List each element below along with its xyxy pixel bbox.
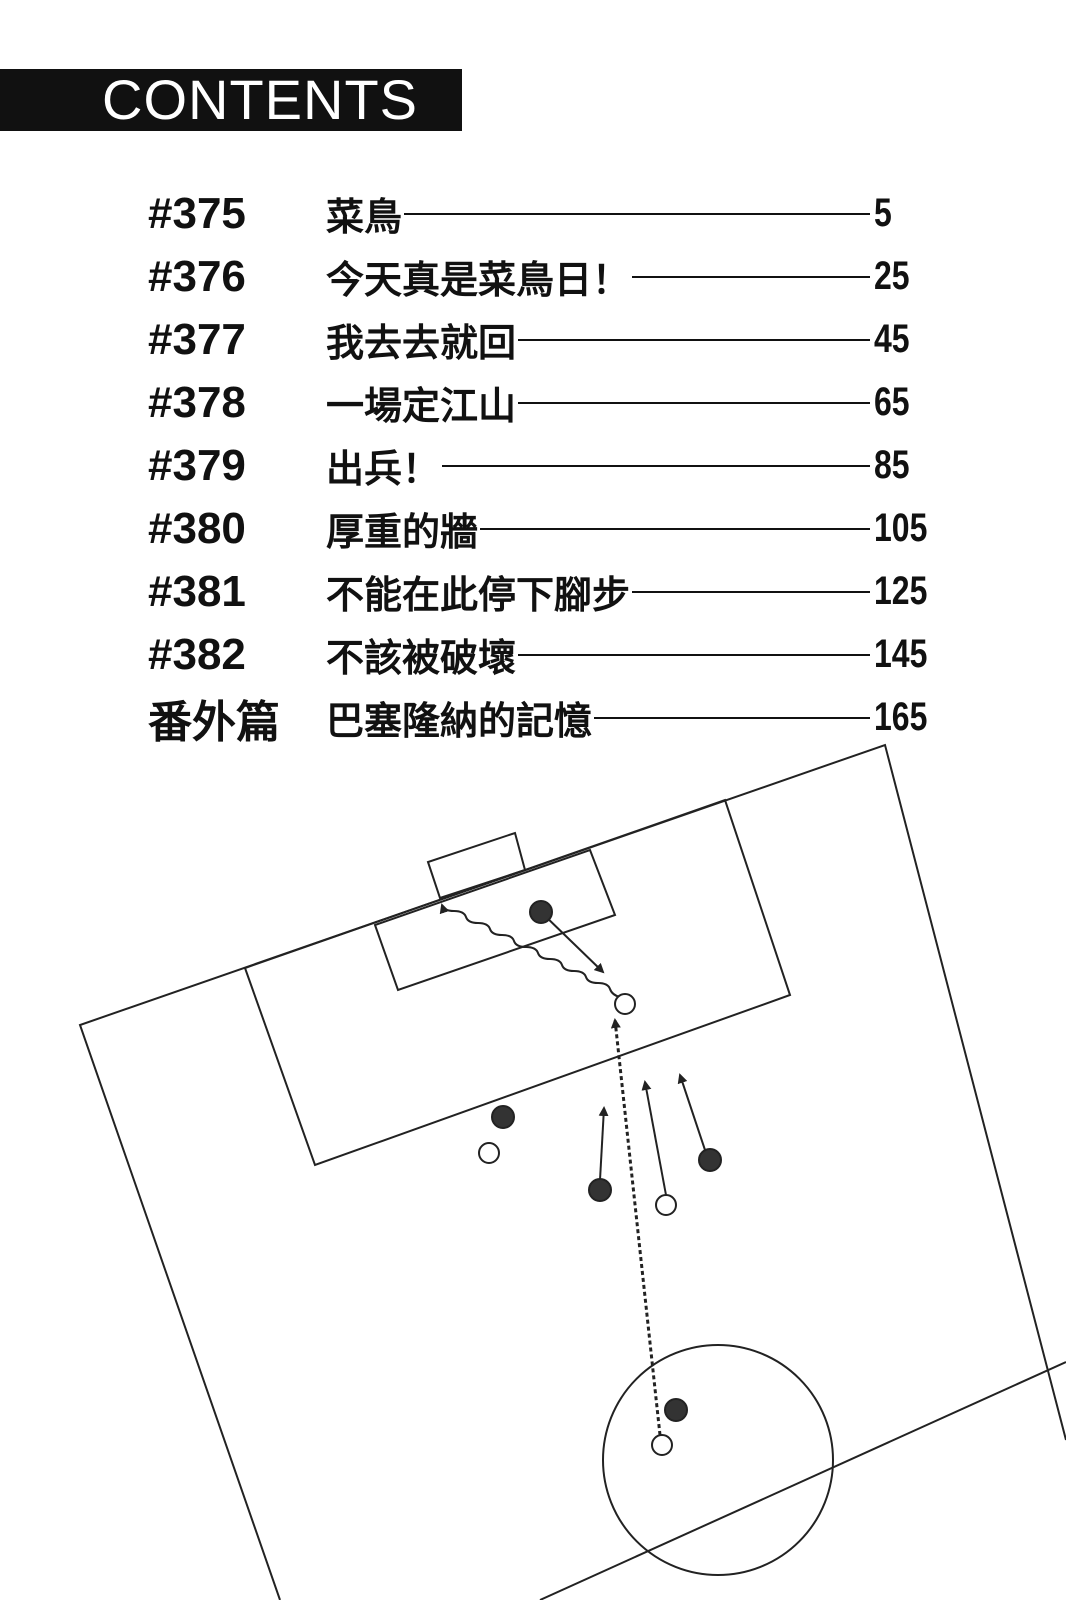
chapter-number: #378 xyxy=(148,377,246,427)
page-number: 5 xyxy=(874,191,892,235)
toc-entry[interactable]: #379 出兵！ 85 xyxy=(148,434,948,497)
leader-line xyxy=(632,590,870,593)
page-number: 105 xyxy=(874,506,928,550)
goal xyxy=(426,831,527,900)
defender-player xyxy=(478,1142,500,1164)
defender-player xyxy=(655,1194,677,1216)
run-arrow xyxy=(598,1106,609,1181)
pass-arrow xyxy=(610,1018,662,1436)
defender-player xyxy=(614,993,636,1015)
page-number: 125 xyxy=(874,569,928,613)
table-of-contents: #375 菜鳥 5 #376 今天真是菜鳥日！ 25 #377 我去去就回 45 #378 一… xyxy=(148,182,948,749)
leader-line xyxy=(518,338,870,341)
chapter-number: #375 xyxy=(148,188,246,238)
leader-line xyxy=(632,275,870,278)
run-arrow xyxy=(641,1080,667,1196)
chapter-title: 不能在此停下腳步 xyxy=(326,573,631,617)
page-number: 65 xyxy=(874,380,910,424)
toc-entry[interactable]: #377 我去去就回 45 xyxy=(148,308,948,371)
leader-line xyxy=(594,716,870,719)
contents-heading: CONTENTS xyxy=(102,68,418,131)
leader-line xyxy=(518,653,870,656)
center-circle xyxy=(602,1344,834,1576)
run-arrow xyxy=(677,1073,706,1151)
attacker-player xyxy=(698,1148,722,1172)
chapter-number: #379 xyxy=(148,440,246,490)
goal-area xyxy=(373,848,617,992)
chapter-title: 不該被破壞 xyxy=(326,636,517,680)
page-number: 25 xyxy=(874,254,910,298)
toc-entry[interactable]: 番外篇 巴塞隆納的記憶 165 xyxy=(148,686,948,749)
toc-entry[interactable]: #380 厚重的牆 105 xyxy=(148,497,948,560)
page-number: 145 xyxy=(874,632,928,676)
chapter-title: 一場定江山 xyxy=(326,384,517,428)
contents-banner: CONTENTS xyxy=(0,69,462,131)
chapter-number: #377 xyxy=(148,314,246,364)
movement-arrows xyxy=(439,903,706,1436)
toc-entry[interactable]: #378 一場定江山 65 xyxy=(148,371,948,434)
leader-line xyxy=(518,401,870,404)
chapter-number: #380 xyxy=(148,503,246,553)
chapter-title: 菜鳥 xyxy=(326,195,403,239)
attacker-player xyxy=(588,1178,612,1202)
chapter-title: 今天真是菜鳥日！ xyxy=(326,258,631,302)
players xyxy=(478,900,722,1456)
attacker-player xyxy=(529,900,553,924)
leader-line xyxy=(480,527,870,530)
chapter-number: #381 xyxy=(148,566,246,616)
chapter-number: 番外篇 xyxy=(148,697,280,747)
run-arrow xyxy=(540,911,605,974)
chapter-title: 我去去就回 xyxy=(326,321,517,365)
page-number: 165 xyxy=(874,695,928,739)
chapter-title: 厚重的牆 xyxy=(326,510,479,554)
chapter-title: 巴塞隆納的記憶 xyxy=(326,699,593,743)
toc-entry[interactable]: #382 不該被破壞 145 xyxy=(148,623,948,686)
chapter-title: 出兵！ xyxy=(326,447,441,491)
toc-entry[interactable]: #376 今天真是菜鳥日！ 25 xyxy=(148,245,948,308)
pitch-outline xyxy=(78,743,1066,1600)
leader-line xyxy=(404,212,870,215)
attacker-player xyxy=(664,1398,688,1422)
penalty-area xyxy=(243,798,792,1167)
toc-entry[interactable]: #381 不能在此停下腳步 125 xyxy=(148,560,948,623)
defender-player xyxy=(651,1434,673,1456)
toc-entry[interactable]: #375 菜鳥 5 xyxy=(148,182,948,245)
dribble-arrow xyxy=(439,903,621,998)
page-number: 85 xyxy=(874,443,910,487)
page-number: 45 xyxy=(874,317,910,361)
chapter-number: #382 xyxy=(148,629,246,679)
halfway-line xyxy=(539,1361,1066,1600)
attacker-player xyxy=(491,1105,515,1129)
leader-line xyxy=(442,464,870,467)
chapter-number: #376 xyxy=(148,251,246,301)
